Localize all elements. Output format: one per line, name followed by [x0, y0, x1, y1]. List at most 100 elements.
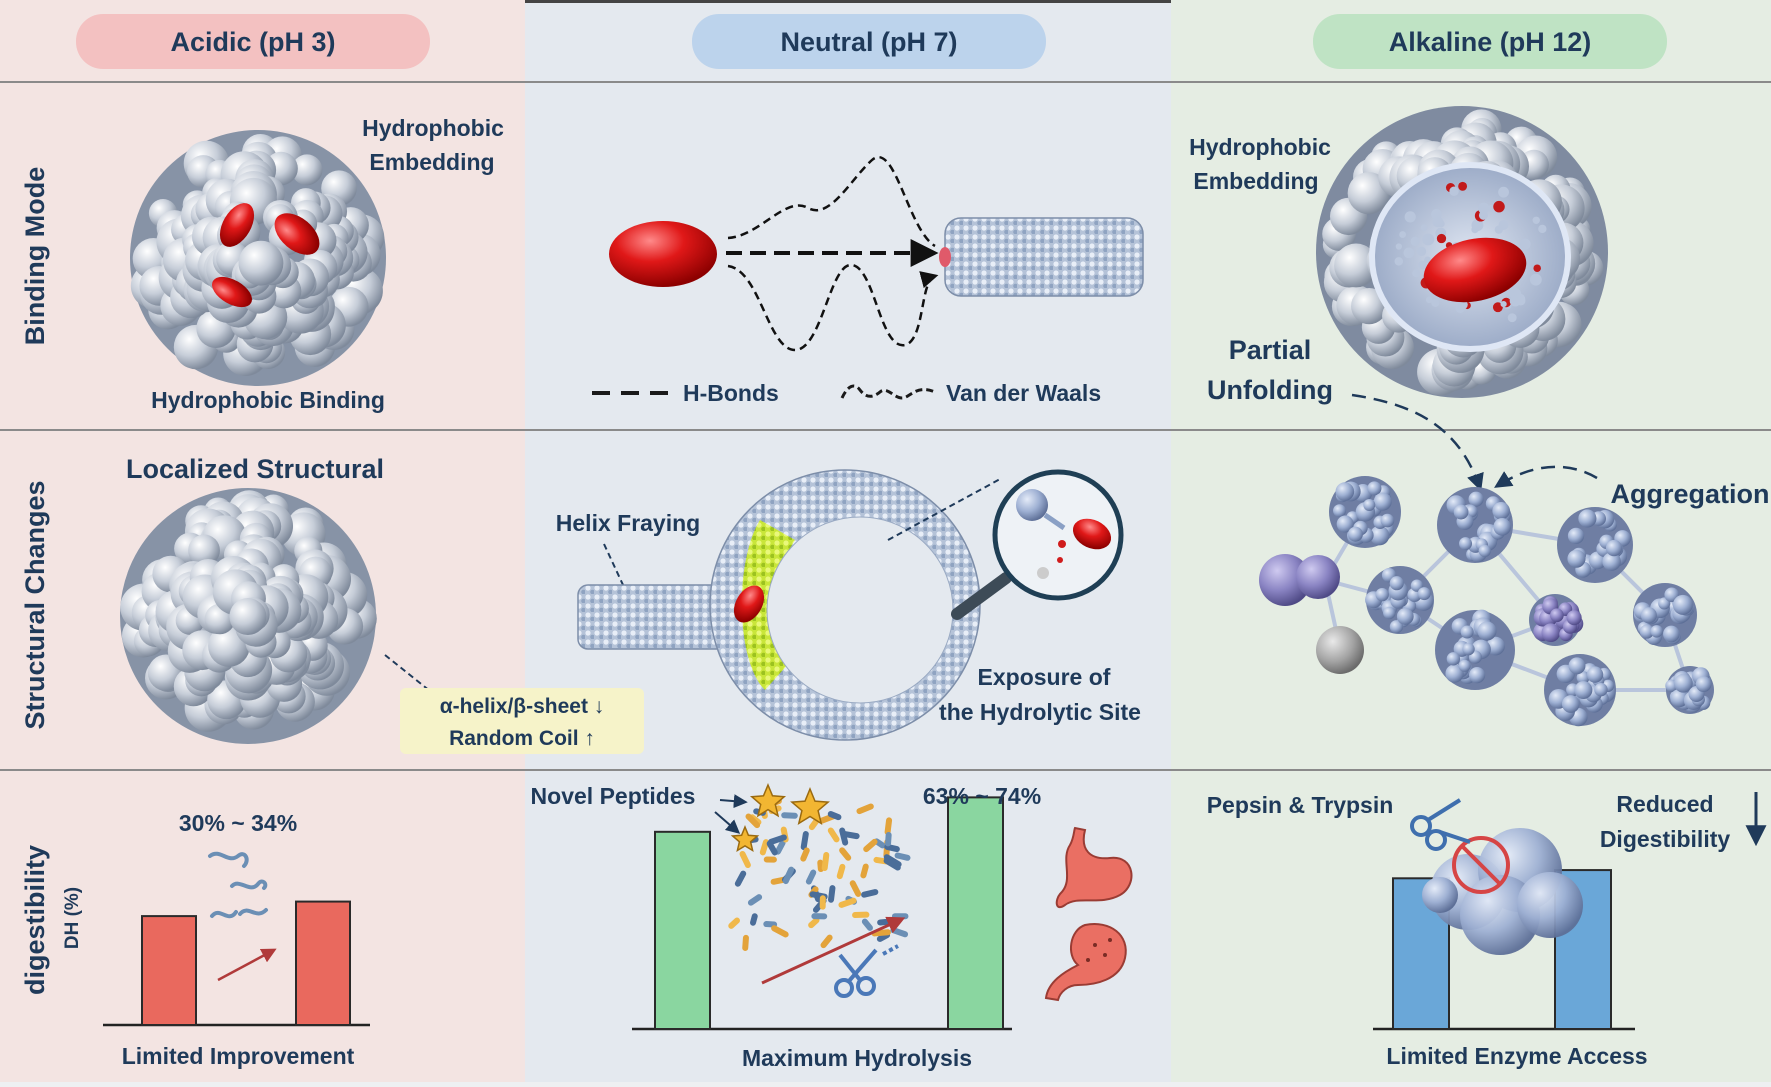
aggregation-network — [1259, 476, 1714, 727]
novel-peptides-label: Novel Peptides — [531, 783, 696, 809]
star-icon — [749, 783, 787, 818]
helix-fraying-label: Helix Fraying — [556, 510, 700, 536]
row-label-digestibility: digestibility — [20, 845, 50, 995]
scissors-icon — [834, 944, 899, 998]
peptide-fragment — [811, 913, 828, 920]
alkaline-embedding-label: Hydrophobic — [1189, 134, 1331, 160]
peptide-fragment — [759, 839, 769, 856]
acidic-ligands — [212, 203, 320, 308]
peptide-fragment — [734, 870, 747, 887]
peptide-fragment — [827, 827, 840, 843]
peptide-fragment — [728, 917, 740, 929]
header-neutral-label: Neutral (pH 7) — [780, 27, 957, 57]
exposure-label: Exposure of — [978, 664, 1111, 690]
peptide-fragment — [808, 917, 820, 929]
peptide-fragment — [849, 880, 862, 897]
peptide-fragment — [836, 863, 846, 880]
peptide-fragment — [838, 897, 857, 908]
vdw-curve-upper — [727, 156, 936, 248]
dh-bar — [141, 915, 197, 1026]
intestine-icon — [1044, 923, 1127, 1002]
acidic-binding-label: Hydrophobic Binding — [151, 387, 385, 413]
aggregate-cluster — [1529, 594, 1584, 646]
increase-arrow — [217, 948, 277, 982]
ligand-icon — [212, 276, 252, 308]
blocked-icon — [1452, 836, 1510, 894]
peptide-fragment — [885, 832, 892, 847]
digestibility-axis-label: DH (%) — [62, 887, 83, 949]
peptide-fragment — [856, 803, 874, 815]
vdw-curve-lower — [727, 263, 939, 352]
secondary-structure-line-2: Random Coil ↑ — [449, 727, 595, 750]
alkaline-embedding-label-2: Embedding — [1193, 168, 1318, 194]
peptide-fragment — [821, 851, 830, 871]
peptide-fragment — [884, 817, 893, 836]
peptide-fragment — [742, 934, 749, 951]
increase-arrow — [761, 916, 906, 985]
peptide-fragment — [774, 839, 786, 855]
peptide-fragment — [768, 834, 787, 845]
neutral-dh-range: 63% ~ 74% — [923, 783, 1041, 809]
reduced-digestibility-label-2: Digestibility — [1600, 826, 1731, 852]
peptide-fragment — [782, 866, 795, 885]
peptide-fragment — [827, 811, 842, 821]
protein-sphere — [229, 598, 267, 636]
row-label-structural: Structural Changes — [20, 480, 50, 729]
acidic-protein-globule — [130, 130, 386, 386]
dh-bar — [947, 796, 1004, 1030]
acidic-dh-range: 30% ~ 34% — [179, 810, 297, 836]
magnifier-callout-line — [887, 477, 1003, 541]
peptide-fragment — [861, 918, 873, 931]
peptide-fragment — [820, 934, 833, 949]
peptide-fragment — [739, 850, 751, 869]
header-acidic: Acidic (pH 3) — [76, 14, 430, 69]
peptide-fragment — [861, 889, 879, 898]
aggregate-cluster — [1365, 566, 1434, 634]
enzymes-label: Pepsin & Trypsin — [1207, 792, 1394, 818]
peptides-arrow-2 — [714, 811, 741, 834]
alkaline-dh-caption: Limited Enzyme Access — [1386, 1043, 1647, 1069]
aggregate-cluster — [1544, 654, 1616, 727]
protein-sphere — [1351, 287, 1388, 325]
peptide-fragment — [747, 894, 763, 906]
aggregate-cluster — [1329, 476, 1401, 548]
alkaline-dh-chart — [1373, 792, 1767, 1031]
aggregate-cluster — [1633, 583, 1697, 647]
peptide-fragment — [781, 812, 798, 819]
scissors-icon — [1410, 798, 1471, 851]
peptide-icons — [208, 851, 268, 919]
dh-bar — [654, 830, 711, 1030]
peptide-fragment — [860, 863, 869, 879]
neutral-binding-legend: H-Bonds Van der Waals — [592, 380, 1101, 406]
header-alkaline: Alkaline (pH 12) — [1313, 14, 1667, 69]
header-acidic-label: Acidic (pH 3) — [170, 27, 335, 57]
magnifier-icon — [951, 469, 1124, 620]
ligand-icon — [733, 585, 765, 623]
partial-unfolding-label-2: Unfolding — [1207, 375, 1333, 405]
peptide-fragment — [771, 925, 789, 938]
peptide-fragment — [763, 856, 777, 863]
star-icon — [730, 825, 760, 853]
stomach-icon — [1055, 826, 1133, 909]
star-icon — [790, 787, 830, 825]
peptide-fragment — [800, 847, 810, 862]
partial-unfolding-label: Partial — [1229, 335, 1312, 365]
secondary-structure-box: α-helix/β-sheet ↓ Random Coil ↑ — [400, 688, 644, 754]
protein-sphere — [238, 240, 284, 286]
helix-tube — [944, 217, 1144, 297]
aggregate-cluster — [1557, 507, 1633, 583]
aggregation-label: Aggregation — [1611, 479, 1770, 509]
aggregation-arrow — [1494, 465, 1598, 488]
ligand-icon — [219, 203, 255, 247]
neutral-dh-chart — [632, 783, 1133, 1031]
acidic-embedding-label: Hydrophobic — [362, 115, 504, 141]
protein-sphere — [291, 154, 323, 186]
ligand-icon — [609, 221, 717, 287]
peptide-fragment — [800, 831, 809, 851]
peptides-arrow — [719, 794, 748, 809]
peptide-fragment — [750, 913, 758, 926]
neutral-binding-scheme — [609, 156, 1144, 352]
peptide-fragment — [863, 838, 878, 853]
